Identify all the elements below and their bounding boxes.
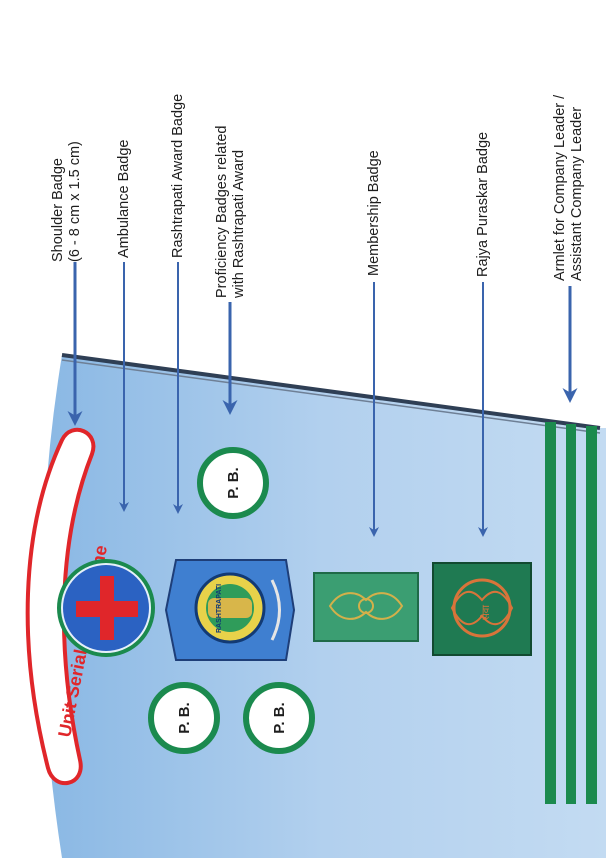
rashtrapati-award-badge: RASHTRAPATI <box>164 559 296 661</box>
label-membership-badge: Membership Badge <box>366 150 382 276</box>
label-shoulder-badge: Shoulder Badge (6 - 8 cm x 1.5 cm) <box>50 141 83 262</box>
rashtrapati-badge-text: RASHTRAPATI <box>216 584 223 633</box>
pointer-arrows <box>67 262 578 537</box>
membership-badge <box>313 572 419 642</box>
proficiency-badge-right: P. B. <box>243 682 315 754</box>
label-armlet: Armlet for Company Leader / Assistant Co… <box>552 94 585 281</box>
proficiency-badge-text: P. B. <box>225 467 242 498</box>
armlet-stripes <box>545 422 597 804</box>
proficiency-badge-text: P. B. <box>271 702 288 733</box>
proficiency-badge-top: P. B. <box>197 447 269 519</box>
label-rajya-puraskar-badge: Rajya Puraskar Badge <box>475 131 491 277</box>
proficiency-badge-text: P. B. <box>176 702 193 733</box>
rajya-puraskar-badge: सेवा <box>432 562 532 656</box>
label-proficiency-badges: Proficiency Badges related with Rashtrap… <box>214 125 247 299</box>
proficiency-badge-left: P. B. <box>148 682 220 754</box>
shoulder-seam <box>61 353 601 430</box>
rajya-emblem-text: सेवा <box>480 605 492 620</box>
label-rashtrapati-award-badge: Rashtrapati Award Badge <box>170 93 186 258</box>
ambulance-badge <box>57 559 155 657</box>
label-ambulance-badge: Ambulance Badge <box>116 139 132 259</box>
